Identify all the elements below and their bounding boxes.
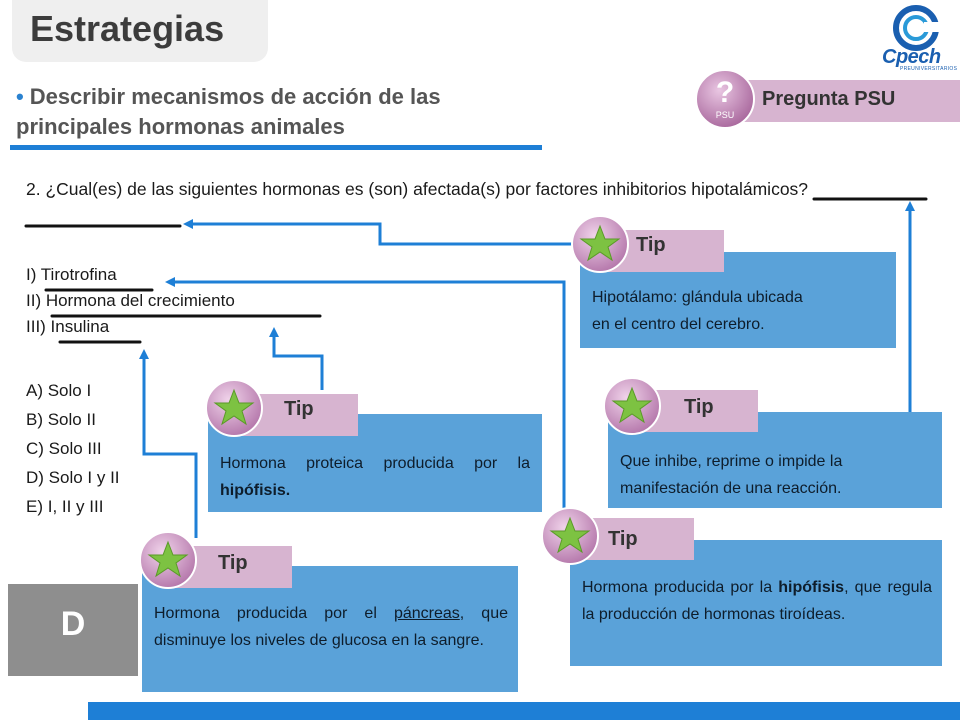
answer-choice: B) Solo II	[26, 410, 96, 429]
option-list: I) Tirotrofina II) Hormona del crecimien…	[26, 262, 235, 340]
tip-tsh: Hormona producida por la hipófisis, que …	[570, 540, 942, 666]
tip-gh: Hormona proteica producida por la hipófi…	[208, 414, 542, 512]
tip-gh-text: Hormona proteica producida por la	[220, 455, 530, 472]
star-icon	[603, 377, 661, 435]
tip-label: Tip	[608, 528, 638, 550]
title-panel	[12, 0, 268, 62]
psu-glyph: ?	[716, 76, 734, 109]
objective: •Describir mecanismos de acción de las p…	[16, 82, 536, 142]
question-text: 2. ¿Cual(es) de las siguientes hormonas …	[26, 179, 809, 199]
tip-inhibitorio-line2: manifestación de una reacción.	[620, 480, 842, 497]
tip-label: Tip	[218, 552, 248, 574]
answer-choice: E) I, II y III	[26, 497, 104, 516]
answer-choice: C) Solo III	[26, 439, 102, 458]
footer-bar	[88, 702, 960, 720]
page-title: Estrategias	[30, 8, 225, 49]
star-icon	[139, 531, 197, 589]
tip-inhibitorio-line1: Que inhibe, reprime o impide la	[620, 453, 843, 470]
objective-divider	[10, 145, 542, 150]
tip-hipotalamo-line1: Hipotálamo: glándula ubicada	[592, 289, 803, 306]
star-icon	[571, 215, 629, 273]
tip-tsh-bold: hipófisis	[778, 579, 845, 596]
tip-insulina-underline: páncreas	[393, 605, 460, 622]
star-icon	[205, 379, 263, 437]
psu-banner	[722, 80, 960, 122]
tip-tsh-after: , que regula la producción de hormonas t…	[582, 579, 932, 623]
logo-tagline: PREUNIVERSITARIOS	[900, 66, 958, 72]
answer-panel	[8, 584, 138, 676]
option-item: II) Hormona del crecimiento	[26, 291, 235, 310]
question-bubble-icon: ? PSU	[695, 69, 755, 129]
option-item: III) Insulina	[26, 317, 110, 336]
option-item: I) Tirotrofina	[26, 265, 117, 284]
tip-insulina-text: Hormona producida por el	[154, 605, 394, 622]
psu-label: Pregunta PSU	[762, 88, 896, 110]
tip-insulina-after: , que disminuye los niveles de glucosa e…	[154, 605, 508, 649]
logo-brand: Cpech	[882, 46, 941, 68]
psu-icon-text: PSU	[716, 110, 735, 120]
tip-label: Tip	[684, 396, 714, 418]
tip-label: Tip	[284, 398, 314, 420]
tip-hipotalamo-line2: en el centro del cerebro.	[592, 316, 765, 333]
bullet-icon: •	[16, 84, 24, 109]
star-icon	[541, 507, 599, 565]
tip-gh-bold: hipófisis.	[220, 482, 291, 499]
answer-choice: A) Solo I	[26, 381, 92, 400]
cpech-logo-icon	[893, 5, 944, 51]
answer-choices: A) Solo I B) Solo II C) Solo III D) Solo…	[26, 376, 120, 521]
tip-label: Tip	[636, 234, 666, 256]
tip-tsh-text: Hormona producida por la	[582, 579, 779, 596]
answer-letter: D	[60, 605, 86, 643]
objective-text: Describir mecanismos de acción de las pr…	[16, 84, 441, 139]
answer-choice: D) Solo I y II	[26, 468, 120, 487]
